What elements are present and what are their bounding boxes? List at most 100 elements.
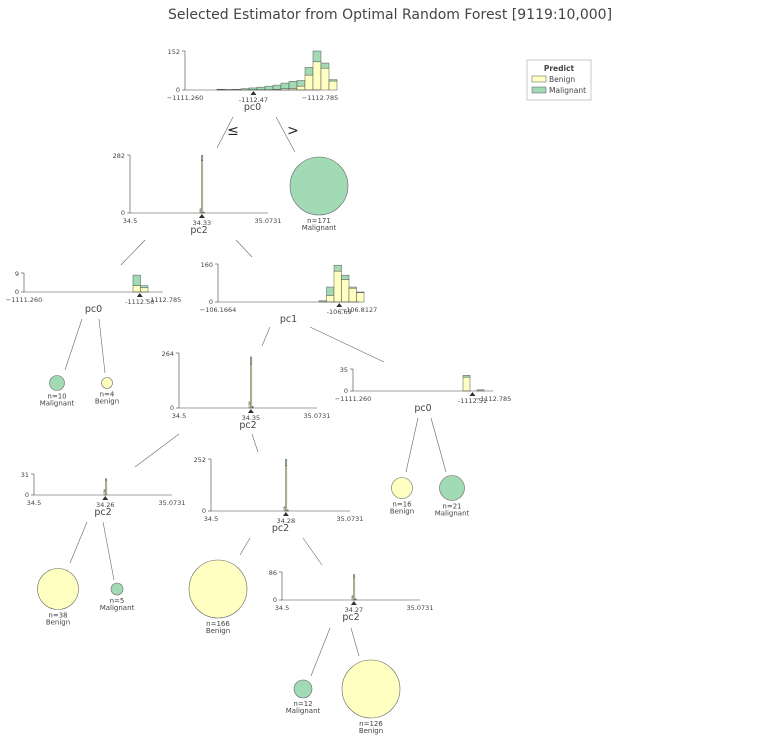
x-min-label: −1111.260 [335,395,371,403]
hist-bar-malignant [280,82,290,89]
x-max-label: 35.0731 [159,499,186,507]
edge-n1-n2 [120,239,146,266]
y-zero-label: 0 [176,86,180,94]
hist-bar-malignant [256,86,266,90]
split-value-label: 34.33 [193,219,212,227]
hist-axes [210,459,350,512]
feature-label: pc2 [190,225,207,236]
legend-label-malignant: Malignant [549,86,586,95]
x-max-label: 35.0731 [337,515,364,523]
hist-bar-malignant [288,81,298,89]
edge-n3-n4 [261,326,271,347]
legend-label-benign: Benign [549,75,575,84]
feature-label: pc0 [85,304,102,315]
split-marker-icon [136,293,143,297]
hist-bar-malignant [264,85,274,90]
hist-bar-malignant [105,478,108,481]
hist-bar-malignant [312,50,322,63]
leaf-circle [110,582,124,596]
split-marker-icon [250,91,257,95]
split-value-label: 34.35 [242,414,261,422]
leaf-class-label: Malignant [100,604,135,612]
leaf-circle [37,568,79,610]
legend-swatch-benign [531,75,547,83]
hist-axes [352,369,493,392]
hist-bar-malignant [333,264,342,272]
feature-label: pc2 [272,523,289,534]
leaf-sample-count: n=38 [48,612,67,620]
leaf-circle [101,377,113,389]
hist-bar-malignant [353,574,356,578]
hist-bar-benign [333,270,342,303]
hist-bar-malignant [341,274,350,280]
y-max-label: 152 [168,48,180,56]
y-zero-label: 0 [121,209,125,217]
hist-axes [33,474,172,496]
leaf-sample-count: n=171 [307,217,331,225]
feature-label: pc1 [280,314,297,325]
x-min-label: −106.1664 [200,306,236,314]
hist-bar-benign [132,285,141,293]
x-min-label: 34.5 [204,515,218,523]
edge-n5-l5 [430,417,447,473]
feature-label: pc2 [342,612,359,623]
edge-n2-l3 [98,318,106,374]
hist-bar-benign [296,85,306,91]
leaf-class-label: Benign [95,398,119,406]
leaf-class-label: Benign [206,627,230,635]
split-marker-icon [198,214,205,218]
hist-bar-benign [462,376,471,392]
hist-bar-malignant [348,286,357,289]
split-marker-icon [350,601,357,605]
x-max-label: 35.0731 [304,412,331,420]
hist-bar-malignant [320,62,330,69]
hist-bar-malignant [296,80,306,87]
edge-n4-n7 [251,433,259,453]
x-max-label: −106.8127 [341,306,377,314]
x-min-label: −1111.260 [167,94,203,102]
legend-swatch-malignant [531,86,547,94]
x-min-label: 34.5 [27,499,41,507]
edge-n1-n3 [235,239,253,258]
y-zero-label: 0 [273,596,277,604]
split-value-label: -1112.51 [458,397,487,405]
feature-label: pc2 [239,420,256,431]
edge-n0-l1 [275,116,296,153]
leaf-circle [341,659,401,719]
legend-title: Predict [544,64,575,73]
hist-axes [178,353,317,409]
hist-bar-benign [326,295,335,303]
leaf-class-label: Malignant [286,707,321,715]
x-max-label: −1112.785 [302,94,338,102]
y-max-label: 252 [194,456,206,464]
x-min-label: 34.5 [123,217,137,225]
edge-n0-n1 [216,116,234,149]
hist-bar-malignant [285,459,288,466]
edge-n6-l7 [102,521,115,581]
split-value-label: -1112.47 [239,96,268,104]
hist-bar-malignant [250,356,253,365]
y-max-label: 86 [269,569,277,577]
leaf-circle [289,156,349,216]
y-zero-label: 0 [15,288,19,296]
y-max-label: 282 [113,152,125,160]
edge-n3-n5 [309,326,385,363]
hist-bar-malignant [251,406,254,408]
split-marker-icon [247,409,254,413]
split-marker-icon [336,303,343,307]
hist-axes [281,572,420,601]
edge-label-left: ≤ [227,123,239,139]
leaf-sample-count: n=10 [47,393,66,401]
leaf-class-label: Malignant [435,510,470,518]
